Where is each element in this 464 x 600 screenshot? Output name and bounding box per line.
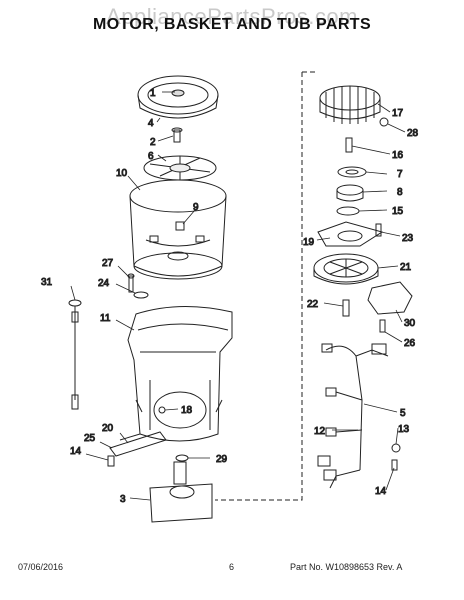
part-coupler[interactable] — [336, 184, 364, 202]
part-gear[interactable] — [337, 166, 367, 178]
part-basket-hub[interactable] — [143, 155, 217, 181]
part-wire-clip[interactable] — [379, 117, 389, 127]
part-clip[interactable] — [133, 291, 149, 299]
callout-16: 16 — [392, 150, 404, 161]
callout-31: 31 — [41, 277, 53, 288]
page-title: MOTOR, BASKET AND TUB PARTS — [92, 16, 372, 33]
part-rotor[interactable] — [313, 253, 379, 285]
callout-4: 4 — [148, 118, 154, 129]
part-stator[interactable] — [319, 85, 381, 124]
callout-22: 22 — [307, 299, 319, 310]
callout-25: 25 — [84, 433, 96, 444]
callout-7: 7 — [397, 169, 403, 180]
part-harness-clip[interactable] — [391, 443, 401, 453]
part-motor-cover[interactable] — [367, 281, 413, 315]
callout-30: 30 — [404, 318, 416, 329]
callout-28: 28 — [407, 128, 419, 139]
leader-lines — [70, 91, 406, 501]
callout-14-left: 14 — [70, 446, 82, 457]
callout-6: 6 — [148, 151, 154, 162]
part-stator-bolt[interactable] — [345, 137, 353, 153]
callout-3: 3 — [120, 494, 126, 505]
callout-26: 26 — [404, 338, 416, 349]
part-wash-basket[interactable] — [129, 179, 227, 280]
callout-27: 27 — [102, 258, 114, 269]
callout-1: 1 — [150, 88, 156, 99]
part-screw-23[interactable] — [375, 223, 382, 237]
callout-21: 21 — [400, 262, 412, 273]
footer-part-number: Part No. W10898653 Rev. A — [290, 562, 403, 572]
part-retaining-ring[interactable] — [336, 206, 360, 216]
callout-labels: 1 4 2 6 10 9 27 24 31 11 18 20 25 14 29 … — [41, 88, 420, 506]
part-hose-assembly[interactable] — [68, 299, 82, 410]
callout-14-right: 14 — [375, 486, 387, 497]
callout-12: 12 — [314, 426, 326, 437]
callout-20: 20 — [102, 423, 114, 434]
part-bearing-housing[interactable] — [317, 221, 384, 247]
callout-24: 24 — [98, 278, 110, 289]
watermark: AppliancePartsPros.com — [106, 4, 358, 29]
part-wire-harness[interactable] — [317, 343, 389, 489]
callout-13: 13 — [398, 424, 410, 435]
callout-10: 10 — [116, 168, 128, 179]
callout-8: 8 — [397, 187, 403, 198]
part-drive-motor-plate[interactable] — [149, 461, 213, 523]
callout-5: 5 — [400, 408, 406, 419]
part-tub-bolt[interactable] — [158, 406, 166, 414]
part-rotor-bolt[interactable] — [342, 299, 350, 317]
callout-19: 19 — [303, 237, 315, 248]
callout-23: 23 — [402, 233, 414, 244]
callout-9: 9 — [193, 202, 199, 213]
part-screw-26[interactable] — [379, 319, 386, 333]
callout-15: 15 — [392, 206, 404, 217]
callout-18: 18 — [181, 405, 193, 416]
callout-11: 11 — [100, 313, 111, 324]
footer-date: 07/06/2016 — [18, 562, 64, 572]
part-bolt[interactable] — [171, 127, 183, 143]
callout-17: 17 — [392, 108, 404, 119]
part-spacer[interactable] — [175, 454, 189, 462]
part-tub-bracket[interactable] — [109, 431, 167, 457]
part-outer-tub[interactable] — [127, 306, 233, 442]
callout-2: 2 — [150, 137, 156, 148]
part-drive-nut[interactable] — [175, 221, 185, 231]
part-screw-14-right[interactable] — [391, 459, 398, 471]
part-balance-ring[interactable] — [137, 75, 219, 119]
footer-page-number: 6 — [229, 562, 235, 572]
assembly-dashed-line — [215, 72, 303, 501]
callout-29: 29 — [216, 454, 228, 465]
part-screw-14-left[interactable] — [107, 455, 115, 467]
